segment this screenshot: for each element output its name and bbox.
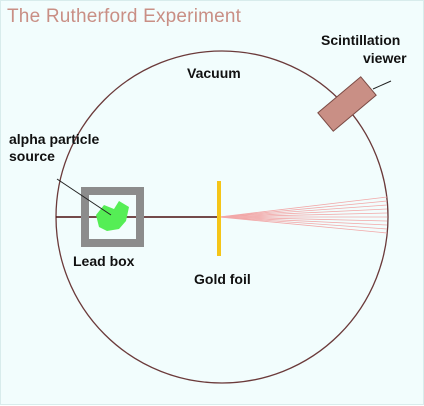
alpha-source-label-line1: alpha particle [9, 131, 99, 147]
scattered-rays [218, 196, 388, 234]
lead-box-label: Lead box [73, 253, 135, 269]
scintillation-leader [372, 80, 392, 90]
diagram-title: The Rutherford Experiment [7, 6, 242, 27]
lead-box [81, 187, 144, 247]
scintillation-label-line1: Scintillation [321, 32, 400, 48]
alpha-source-label-line2: source [9, 148, 55, 164]
vacuum-label: Vacuum [187, 65, 241, 81]
gold-foil-label: Gold foil [194, 271, 251, 287]
scintillation-label-line2: viewer [363, 50, 407, 66]
scintillation-viewer [317, 76, 377, 132]
alpha-source-leader [56, 178, 112, 216]
alpha-source-blob [96, 201, 129, 231]
